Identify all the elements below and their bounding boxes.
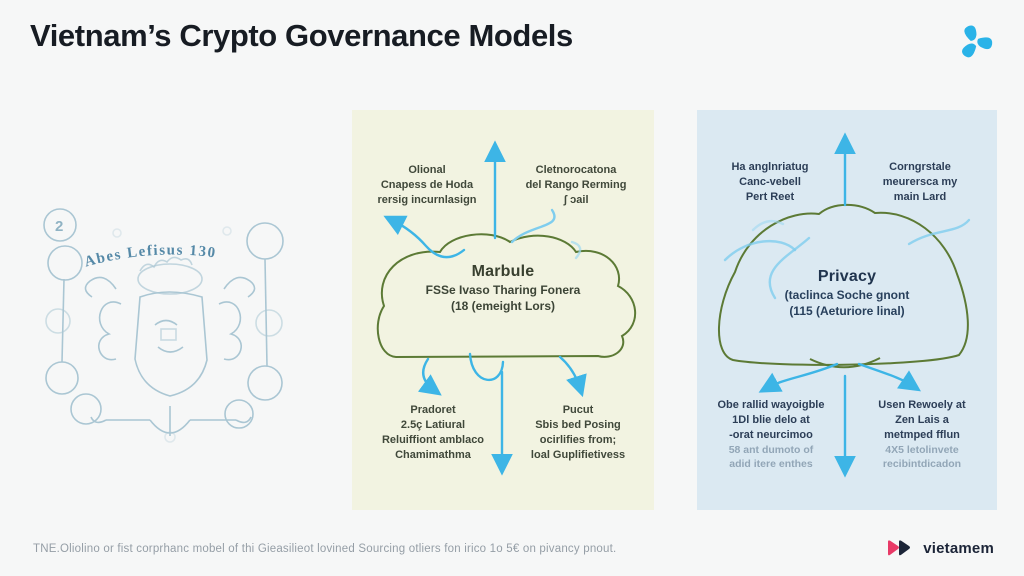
- label-line: loal Guplifietivess: [530, 449, 626, 461]
- privacy-cloud-title: Privacy: [817, 268, 877, 285]
- label-subline: 58 ant dumoto of: [728, 444, 814, 456]
- label-line: Reluiffiont amblaco: [381, 434, 485, 446]
- label-line: rersig incurnlasign: [377, 194, 477, 206]
- privacy-cloud-outline: [717, 203, 969, 366]
- label-line: Obe rallid wayoigble: [717, 399, 825, 411]
- governance-cloud-text: Marbule FSSe Ivaso Tharing Fonera (18 (e…: [352, 263, 654, 313]
- brand-knot-icon: [954, 20, 996, 62]
- privacy-panel: Ha anglnriatug Canc-vebell Pert Reet Cor…: [697, 110, 997, 510]
- label-line: 2.5ç Latiural: [400, 419, 466, 431]
- privacy-bottom-left-label: Obe rallid wayoigble 1Dl blie delo at -o…: [697, 398, 845, 471]
- brand-name: vietamem: [923, 539, 994, 557]
- privacy-cloud-text: Privacy (taclinca Soche gnont (115 (Aetu…: [697, 268, 997, 318]
- crest-sketch: Abes Lefisus 130 2: [22, 175, 308, 450]
- label-line: Zen Lais a: [895, 414, 949, 426]
- label-line: Sbis bed Posing: [535, 419, 621, 431]
- label-line: Ha anglnriatug: [731, 161, 809, 173]
- brand-knot-icon-svg: [961, 25, 993, 58]
- label-line: Cletnorocatona: [535, 164, 617, 176]
- label-line: del Rango Rerming: [525, 179, 627, 191]
- crest-badge-number: 2: [55, 218, 63, 235]
- brand-chevrons-icon: [888, 540, 911, 556]
- label-line: Cnapess de Hoda: [380, 179, 474, 191]
- label-line: 1Dl blie delo at: [732, 414, 810, 426]
- governance-arrows: [383, 140, 587, 476]
- privacy-cloud-line1: (taclinca Soche gnont: [784, 288, 910, 302]
- label-subline: recibintdicadon: [882, 458, 962, 470]
- privacy-top-right-label: Corngrstale meurersca my main Lard: [847, 160, 993, 205]
- governance-top-left-label: Olional Cnapess de Hoda rersig incurnlas…: [354, 163, 500, 208]
- governance-cloud-outline: [376, 233, 637, 359]
- governance-cloud-title: Marbule: [471, 263, 535, 280]
- privacy-arrows: [723, 132, 971, 478]
- label-line: Pradoret: [410, 404, 456, 416]
- crest-arched-text: Abes Lefisus 130: [83, 242, 218, 270]
- privacy-cloud-notch: [809, 357, 881, 369]
- governance-panel: Olional Cnapess de Hoda rersig incurnlas…: [352, 110, 654, 510]
- privacy-cloud-line2: (115 (Aeturiore linal): [789, 304, 905, 318]
- governance-bottom-left-label: Pradoret 2.5ç Latiural Reluiffiont ambla…: [358, 403, 508, 463]
- label-line: Olional: [408, 164, 446, 176]
- label-line: ʃ ɔail: [563, 194, 589, 206]
- label-line: Pucut: [562, 404, 594, 416]
- label-subline: adid itere enthes: [729, 458, 813, 470]
- privacy-diagram-svg: [717, 132, 971, 478]
- label-line: Usen Rewoely at: [878, 399, 966, 411]
- crest-sketch-svg: Abes Lefisus 130 2: [43, 208, 284, 443]
- label-line: main Lard: [893, 191, 947, 203]
- privacy-top-left-label: Ha anglnriatug Canc-vebell Pert Reet: [697, 160, 843, 205]
- label-line: metmped fflun: [884, 429, 960, 441]
- governance-diagram-svg: [376, 140, 637, 476]
- governance-cloud-line1: FSSe Ivaso Tharing Fonera: [425, 283, 581, 297]
- label-line: -orat neurcimoo: [729, 429, 813, 441]
- label-line: Chamimathma: [395, 449, 471, 461]
- label-line: Corngrstale: [889, 161, 951, 173]
- label-line: ocirlifies from;: [539, 434, 617, 446]
- crest-flourishes: [43, 208, 284, 443]
- governance-bottom-right-label: Pucut Sbis bed Posing ocirlifies from; l…: [504, 403, 652, 463]
- brand-footer: vietamem: [887, 539, 994, 557]
- label-line: Canc-vebell: [739, 176, 801, 188]
- label-line: meurersca my: [882, 176, 958, 188]
- label-line: Pert Reet: [745, 191, 795, 203]
- label-subline: 4X5 letolinvete: [885, 444, 959, 456]
- page-title: Vietnam’s Crypto Governance Models: [30, 18, 573, 53]
- governance-top-right-label: Cletnorocatona del Rango Rerming ʃ ɔail: [502, 163, 650, 208]
- governance-cloud-line2: (18 (emeight Lors): [450, 299, 555, 313]
- footnote-caption: TNE.Oliolino or fist corprhanc mobel of …: [33, 543, 617, 555]
- privacy-bottom-right-label: Usen Rewoely at Zen Lais a metmped fflun…: [849, 398, 995, 471]
